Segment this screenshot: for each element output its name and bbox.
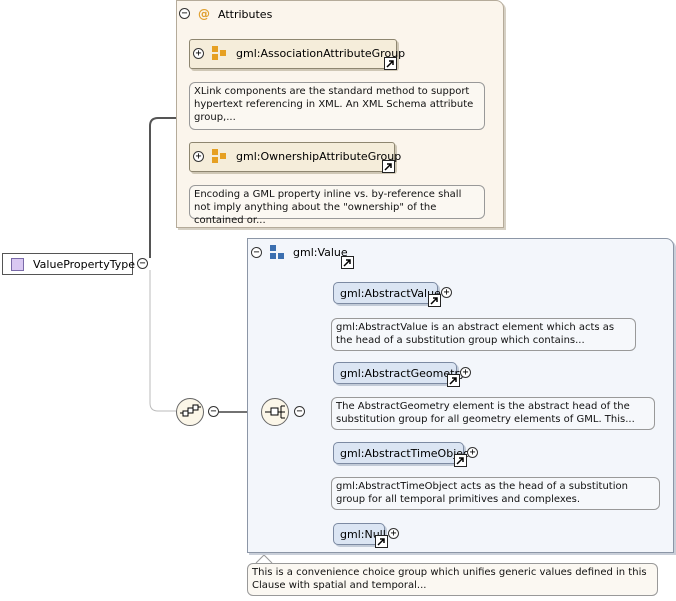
value-group-title: gml:Value	[293, 246, 348, 259]
attribute-group-icon	[212, 46, 226, 60]
link-arrow-icon[interactable]	[428, 294, 441, 307]
choice-collapse-button[interactable]: −	[294, 406, 305, 417]
link-arrow-icon[interactable]	[454, 454, 467, 467]
value-group-collapse-button[interactable]: −	[251, 247, 262, 258]
connector-root-sequence	[149, 270, 176, 412]
abstract-time-object-doc: gml:AbstractTimeObject acts as the head …	[331, 477, 660, 510]
abstract-geometry-element[interactable]	[333, 362, 457, 384]
null-expand-button[interactable]: +	[388, 528, 399, 539]
model-group-icon	[270, 245, 284, 259]
abstract-time-object-label: gml:AbstractTimeObject	[340, 447, 474, 460]
association-attribute-group-box[interactable]	[189, 39, 397, 69]
abstract-geometry-label: gml:AbstractGeometry	[340, 367, 466, 380]
attributes-collapse-button[interactable]: −	[179, 8, 190, 19]
connector-root-attributes	[149, 117, 176, 258]
link-arrow-icon[interactable]	[384, 57, 397, 70]
link-arrow-icon[interactable]	[341, 256, 354, 269]
abstract-value-element[interactable]	[333, 282, 438, 304]
ownership-attribute-group-label: gml:OwnershipAttributeGroup	[236, 150, 402, 163]
null-element[interactable]	[333, 523, 385, 545]
abstract-geometry-expand-button[interactable]: +	[460, 367, 471, 378]
root-type-box[interactable]: ValuePropertyType	[2, 253, 136, 275]
root-collapse-button[interactable]: −	[137, 258, 148, 269]
null-label: gml:Null	[340, 528, 386, 541]
association-attribute-group-expand-button[interactable]: +	[193, 48, 204, 59]
association-attribute-group-doc: XLink components are the standard method…	[189, 82, 485, 130]
abstract-geometry-doc: The AbstractGeometry element is the abst…	[331, 397, 655, 430]
abstract-value-doc: gml:AbstractValue is an abstract element…	[331, 318, 636, 351]
choice-compositor-icon[interactable]	[261, 398, 289, 426]
link-arrow-icon[interactable]	[375, 535, 388, 548]
complex-type-icon	[11, 258, 24, 271]
association-attribute-group-label: gml:AssociationAttributeGroup	[236, 47, 406, 60]
link-arrow-icon[interactable]	[447, 374, 460, 387]
abstract-time-object-element[interactable]	[333, 442, 464, 464]
abstract-value-expand-button[interactable]: +	[441, 287, 452, 298]
attribute-at-icon: @	[198, 7, 210, 21]
attribute-group-icon	[212, 149, 226, 163]
value-group-doc: This is a convenience choice group which…	[247, 563, 658, 596]
ownership-attribute-group-expand-button[interactable]: +	[193, 151, 204, 162]
abstract-time-object-expand-button[interactable]: +	[467, 447, 478, 458]
attributes-title: Attributes	[218, 8, 273, 21]
root-type-label: ValuePropertyType	[33, 258, 136, 271]
sequence-compositor-icon[interactable]	[176, 398, 204, 426]
link-arrow-icon[interactable]	[382, 160, 395, 173]
abstract-value-label: gml:AbstractValue	[340, 287, 441, 300]
sequence-collapse-button[interactable]: −	[208, 406, 219, 417]
ownership-attribute-group-doc: Encoding a GML property inline vs. by-re…	[189, 185, 485, 226]
